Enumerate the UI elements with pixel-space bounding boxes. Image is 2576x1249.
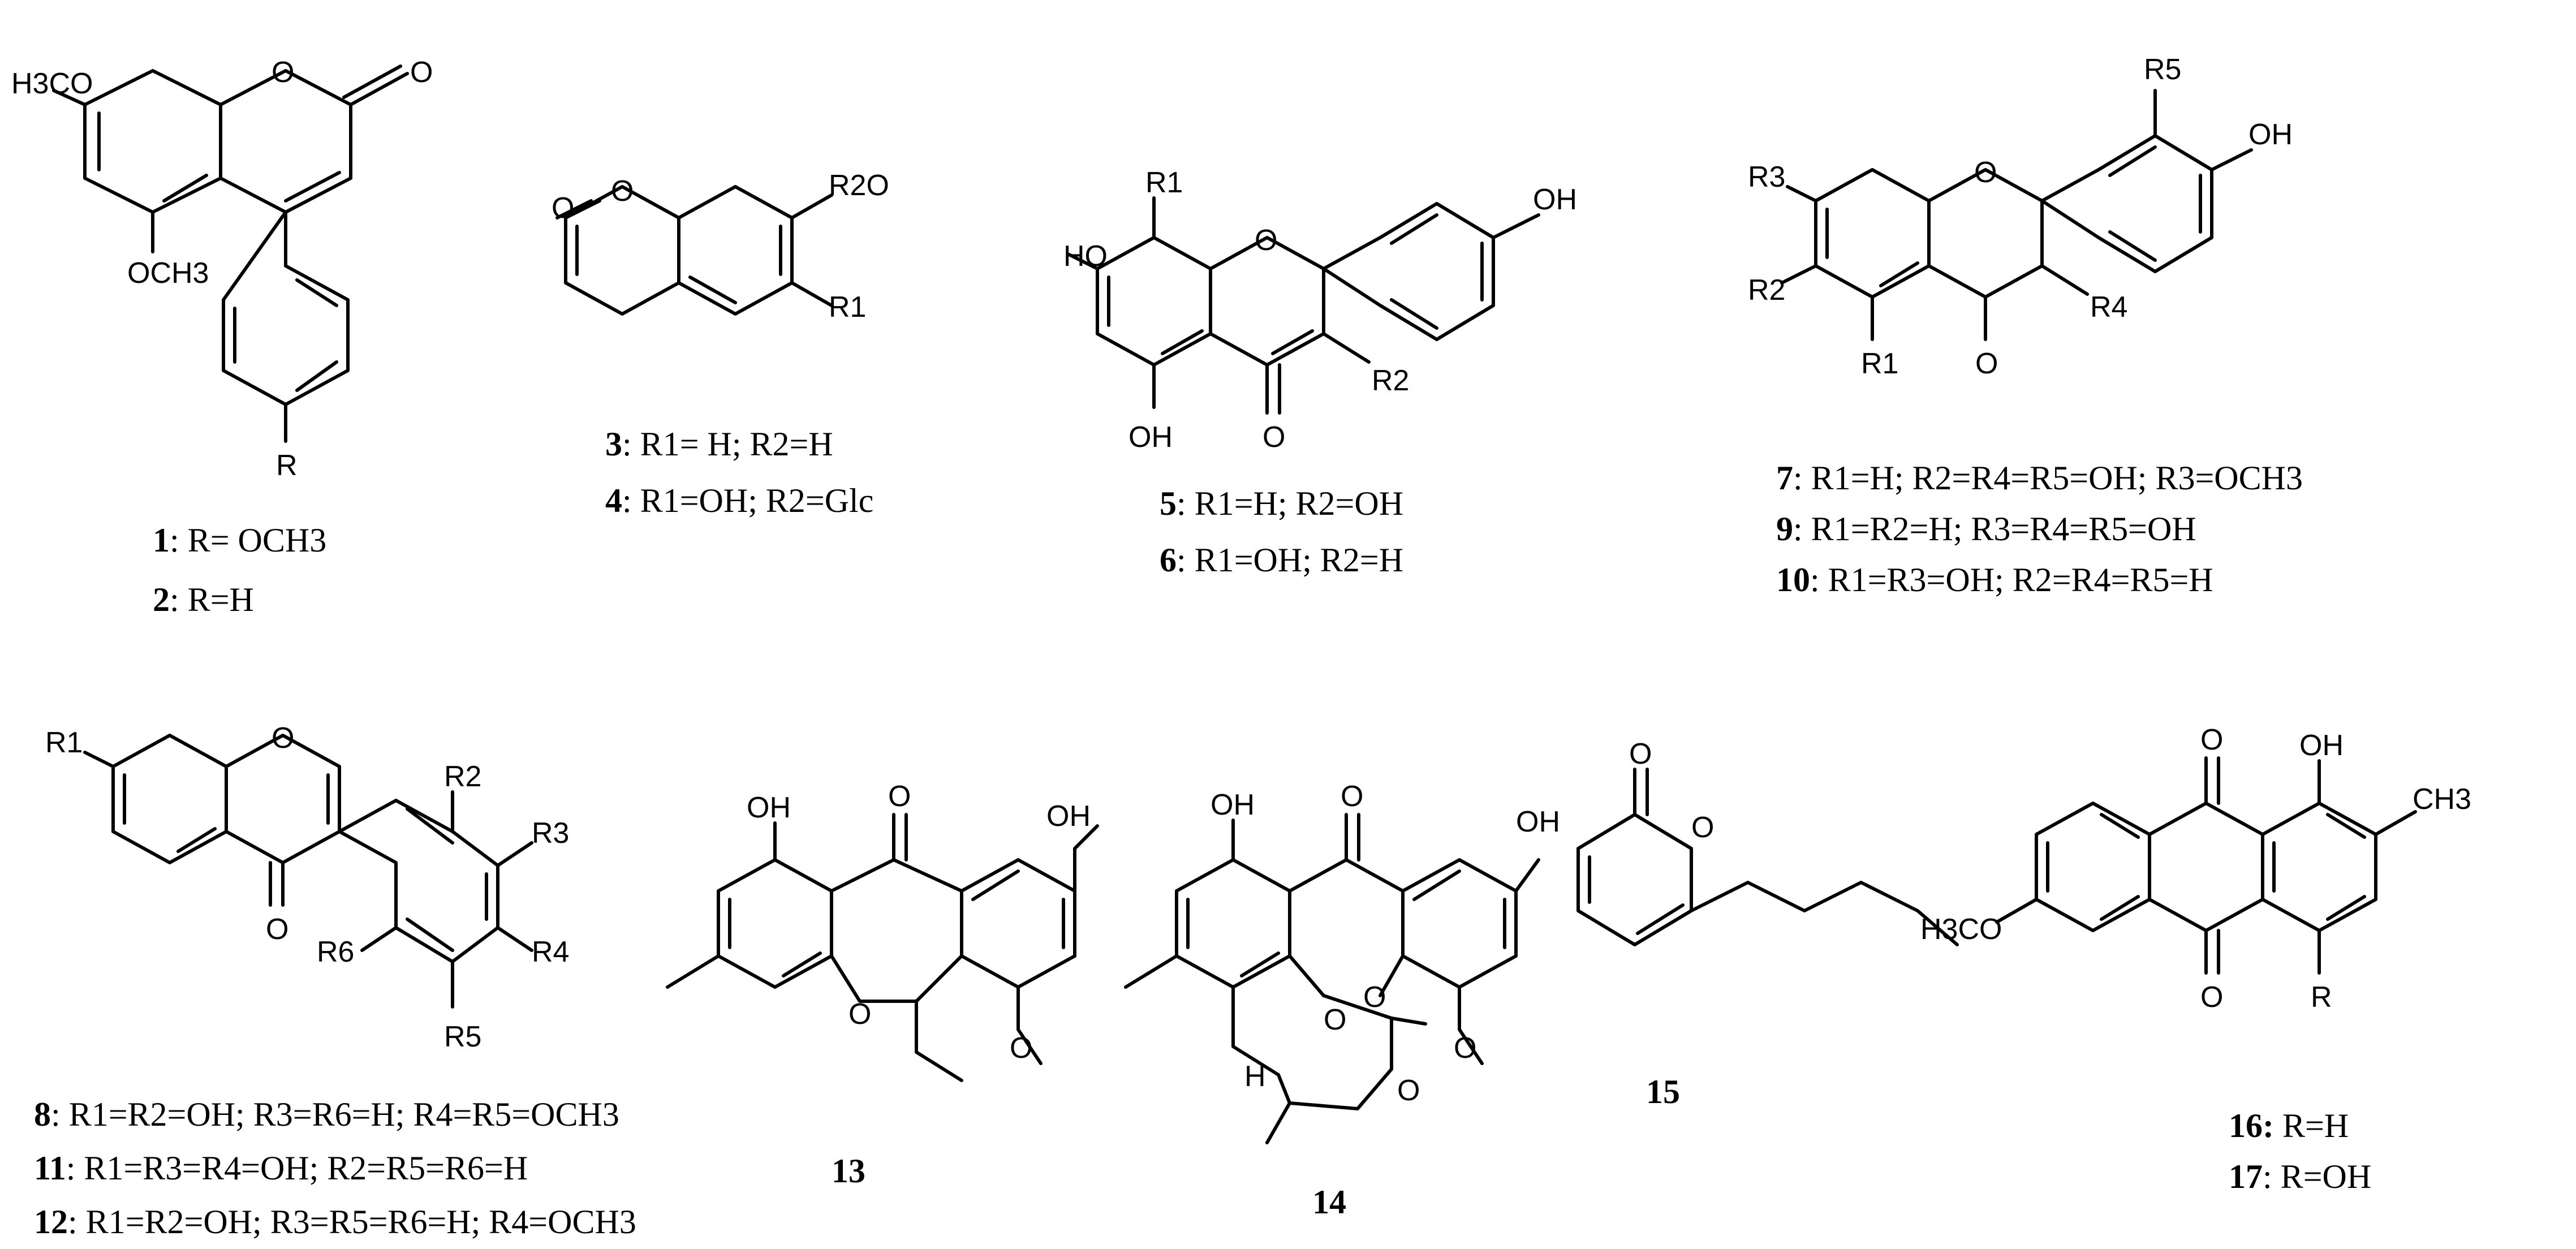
- structure-compound-3-4: O O R2O R1: [552, 169, 889, 324]
- atom-r6: R6: [317, 936, 354, 968]
- atom-r3: R3: [1748, 161, 1785, 193]
- atom-o-aldehyde: O: [1363, 981, 1386, 1014]
- atom-h3co: H3CO: [1920, 913, 2002, 946]
- atom-o-furan: O: [1397, 1074, 1420, 1107]
- atom-oh-2: OH: [1516, 806, 1560, 838]
- atom-r2: R2: [444, 760, 481, 793]
- atom-o-ring: O: [848, 998, 871, 1031]
- atom-o-carbonyl-bottom: O: [2200, 981, 2223, 1014]
- atom-o-carbonyl: O: [552, 192, 574, 225]
- structure-compound-8-11-12: O O R1 R2 R3 R4 R5 R6: [45, 722, 569, 1053]
- atom-o-carbonyl: O: [888, 780, 911, 813]
- atom-o-ring: O: [272, 56, 294, 89]
- atom-r: R: [2311, 981, 2332, 1014]
- caption-compound-8: 8: R1=R2=OH; R3=R6=H; R4=R5=OCH3: [34, 1096, 619, 1133]
- atom-r4: R4: [532, 936, 569, 968]
- caption-compound-16: 16: R=H: [2229, 1107, 2349, 1144]
- structure-compound-1-2: O O H3CO OCH3 R: [11, 56, 433, 482]
- atom-ch3: CH3: [2413, 783, 2471, 816]
- caption-compound-13: 13: [832, 1152, 865, 1190]
- atom-r1: R1: [829, 291, 866, 324]
- caption-compound-14: 14: [1312, 1183, 1346, 1221]
- atom-r5: R5: [2144, 53, 2181, 86]
- caption-compound-2: 2: R=H: [153, 581, 254, 618]
- caption-compound-10: 10: R1=R3=OH; R2=R4=R5=H: [1776, 561, 2213, 598]
- structure-compound-13: OH O O OH O: [666, 780, 1099, 1082]
- atom-o-carbonyl: O: [1263, 421, 1285, 454]
- atom-r3: R3: [532, 817, 569, 850]
- atom-oh: OH: [2248, 118, 2293, 151]
- atom-r2: R2: [1372, 364, 1409, 397]
- atom-o-carbonyl: O: [1975, 347, 1998, 380]
- atom-r4: R4: [2090, 291, 2127, 324]
- atom-oh-5: OH: [1128, 421, 1173, 454]
- caption-compound-3: 3: R1= H; R2=H: [605, 425, 833, 463]
- caption-compound-6: 6: R1=OH; R2=H: [1160, 541, 1403, 579]
- caption-compound-12: 12: R1=R2=OH; R3=R5=R6=H; R4=OCH3: [34, 1203, 636, 1241]
- atom-o-carbonyl-top: O: [2200, 723, 2223, 756]
- structure-compound-16-17: O O H3CO OH CH3 R: [1920, 723, 2471, 1014]
- atom-r2: R2: [1748, 274, 1785, 307]
- structure-compound-5-6: O O R1 HO OH R2 OH: [1063, 166, 1577, 454]
- caption-compound-15: 15: [1646, 1073, 1680, 1110]
- atom-oh: OH: [2299, 729, 2344, 762]
- atom-o-methoxy: O: [1454, 1032, 1476, 1065]
- caption-compound-17: 17: R=OH: [2229, 1158, 2371, 1195]
- atom-o-ring: O: [1255, 224, 1277, 257]
- structure-compound-14: OH O O OH O O O H: [1124, 780, 1560, 1144]
- atom-oh: OH: [747, 791, 791, 824]
- caption-compound-4: 4: R1=OH; R2=Glc: [605, 482, 873, 519]
- atom-r1: R1: [45, 726, 83, 759]
- atom-ho: HO: [1063, 240, 1108, 273]
- atom-o-carbonyl: O: [266, 913, 288, 946]
- atom-o-ring: O: [1974, 156, 1997, 189]
- structure-compound-7-9-10: O O R3 R2 R1 R4 R5 OH: [1748, 53, 2293, 380]
- atom-h: H: [1244, 1060, 1266, 1093]
- atom-o-ring: O: [1691, 811, 1714, 844]
- atom-o-carbonyl: O: [1629, 738, 1652, 770]
- atom-r2o: R2O: [829, 169, 889, 202]
- atom-r1: R1: [1145, 166, 1183, 199]
- caption-compound-1: 1: R= OCH3: [153, 522, 326, 559]
- caption-compound-5: 5: R1=H; R2=OH: [1160, 485, 1403, 522]
- atom-o-ring: O: [272, 722, 294, 755]
- atom-o-carbonyl: O: [1341, 780, 1363, 813]
- atom-o-methoxy: O: [1010, 1032, 1032, 1065]
- atom-o-pyran: O: [1324, 1003, 1346, 1036]
- atom-och3: OCH3: [127, 257, 209, 290]
- caption-compound-9: 9: R1=R2=H; R3=R4=R5=OH: [1776, 510, 2196, 548]
- atom-h3co: H3CO: [11, 67, 93, 100]
- atom-r1: R1: [1861, 347, 1898, 380]
- atom-oh: OH: [1211, 789, 1255, 821]
- atom-o-carbonyl: O: [410, 56, 433, 89]
- atom-r5: R5: [444, 1020, 481, 1053]
- atom-o-ring: O: [611, 175, 634, 208]
- structure-compound-15: O O: [1576, 738, 1959, 946]
- atom-r: R: [276, 449, 298, 482]
- atom-oh-4prime: OH: [1533, 183, 1577, 216]
- caption-compound-7: 7: R1=H; R2=R4=R5=OH; R3=OCH3: [1776, 459, 2303, 497]
- atom-oh-2: OH: [1046, 800, 1091, 833]
- caption-compound-11: 11: R1=R3=R4=OH; R2=R5=R6=H: [34, 1149, 528, 1187]
